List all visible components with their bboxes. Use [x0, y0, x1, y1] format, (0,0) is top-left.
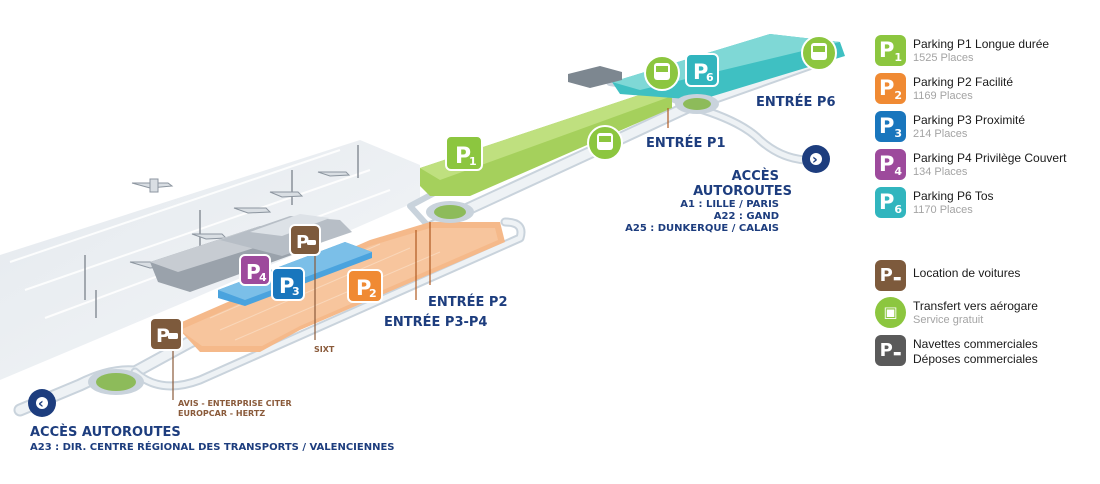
- badge-p4: P 4: [239, 254, 271, 286]
- legend-p2-title: Parking P2 Facilité: [913, 75, 1014, 89]
- bus-transfer-icon: [587, 125, 623, 161]
- legend-p6-places: 1170 Places: [913, 204, 973, 216]
- svg-text:P: P: [156, 325, 170, 347]
- badge-p1-letter: P: [455, 144, 471, 169]
- badge-p3-letter: P: [279, 274, 294, 298]
- highway-west-title: ACCÈS AUTOROUTES: [30, 424, 181, 440]
- legend-p4-places: 134 Places: [913, 166, 968, 178]
- legend-item-p6[interactable]: P6 Parking P6 Tos 1170 Places: [875, 187, 1095, 219]
- p1-icon: P1: [875, 35, 906, 66]
- entrance-p3-p4-label: ENTRÉE P3-P4: [384, 314, 487, 330]
- rental-car-icon: P▬: [875, 260, 906, 291]
- legend-item-transfer[interactable]: ▣ Transfert vers aérogare Service gratui…: [875, 297, 1095, 329]
- p6-building: [568, 66, 622, 88]
- p2-icon: P2: [875, 73, 906, 104]
- legend-item-p3[interactable]: P3 Parking P3 Proximité 214 Places: [875, 111, 1095, 143]
- bus-icon: ▣: [875, 297, 906, 328]
- highway-east-line-1: A1 : LILLE / PARIS: [680, 199, 779, 210]
- highway-west-info: ACCÈS AUTOROUTES A23 : DIR. CENTRE RÉGIO…: [30, 424, 395, 453]
- highway-west-line-1: A23 : DIR. CENTRE RÉGIONAL DES TRANSPORT…: [30, 440, 395, 453]
- badge-p4-num: 4: [259, 271, 267, 284]
- legend-item-p2[interactable]: P2 Parking P2 Facilité 1169 Places: [875, 73, 1095, 105]
- legend-item-rental[interactable]: P▬ Location de voitures: [875, 260, 1095, 292]
- rental-line-2: EUROPCAR - HERTZ: [178, 409, 265, 418]
- legend-transfer-sub: Service gratuit: [913, 314, 984, 326]
- badge-p2: P 2: [347, 269, 383, 303]
- badge-p1-num: 1: [469, 155, 477, 168]
- highway-east-line-2: A22 : GAND: [714, 211, 779, 222]
- entrance-p6-label: ENTRÉE P6: [756, 94, 836, 110]
- bus-transfer-icon: [801, 35, 837, 71]
- entrance-p2-label: ENTRÉE P2: [428, 294, 508, 310]
- badge-p3: P 3: [271, 267, 305, 301]
- legend-p6-title: Parking P6 Tos: [913, 189, 994, 203]
- badge-p3-num: 3: [292, 285, 300, 298]
- arrow-right-icon: ›: [812, 152, 818, 168]
- legend-p3-title: Parking P3 Proximité: [913, 113, 1026, 127]
- legend-item-p1[interactable]: P1 Parking P1 Longue durée 1525 Places: [875, 35, 1095, 67]
- legend-shuttle-title-2: Déposes commerciales: [913, 352, 1038, 366]
- highway-east-info: ACCÈS AUTOROUTES A1 : LILLE / PARIS A22 …: [625, 168, 792, 234]
- svg-text:P: P: [296, 232, 309, 253]
- p4-icon: P4: [875, 149, 906, 180]
- p6-icon: P6: [875, 187, 906, 218]
- p3-icon: P3: [875, 111, 906, 142]
- legend-item-p4[interactable]: P4 Parking P4 Privilège Couvert 134 Plac…: [875, 149, 1095, 181]
- legend-p4-title: Parking P4 Privilège Couvert: [913, 151, 1067, 165]
- legend-rental-title: Location de voitures: [913, 266, 1021, 280]
- arrow-left-icon: ‹: [38, 396, 44, 412]
- badge-p6: P 6: [685, 53, 719, 87]
- shuttle-icon: P▬: [875, 335, 906, 366]
- legend-shuttle-title-1: Navettes commerciales: [913, 337, 1038, 351]
- legend-transfer-title: Transfert vers aérogare: [913, 299, 1038, 313]
- highway-east-line-3: A25 : DUNKERQUE / CALAIS: [625, 223, 779, 234]
- rental-sixt-label: SIXT: [314, 345, 335, 354]
- highway-east-title-2: AUTOROUTES: [693, 184, 792, 199]
- rental-line-1: AVIS - ENTERPRISE CITER: [178, 399, 292, 408]
- legend-p1-title: Parking P1 Longue durée: [913, 37, 1050, 51]
- pointer-lines: [172, 108, 669, 400]
- highway-west-arrow[interactable]: ‹: [28, 389, 56, 417]
- legend-p3-places: 214 Places: [913, 128, 968, 140]
- legend-item-shuttle[interactable]: P▬ Navettes commerciales Déposes commerc…: [875, 335, 1095, 367]
- badge-p2-letter: P: [356, 276, 371, 300]
- entrance-p1-label: ENTRÉE P1: [646, 135, 726, 151]
- badge-p4-letter: P: [246, 260, 261, 284]
- airport-parking-map: P 1 P 2 P 3 P 4 P 6 P P: [0, 34, 845, 453]
- rental-car-icon: P: [289, 224, 321, 256]
- legend-p2-places: 1169 Places: [913, 90, 973, 102]
- badge-p6-num: 6: [706, 71, 714, 84]
- badge-p1: P 1: [445, 135, 483, 171]
- highway-east-title-1: ACCÈS: [732, 168, 779, 184]
- rental-car-icon: P: [149, 317, 183, 351]
- badge-p6-letter: P: [693, 60, 708, 84]
- legend-p1-places: 1525 Places: [913, 52, 974, 64]
- light-poles: [84, 145, 359, 318]
- roundabouts: [88, 94, 719, 395]
- highway-east-arrow[interactable]: ›: [802, 145, 830, 173]
- badge-p2-num: 2: [369, 287, 377, 300]
- bus-transfer-icon: [644, 55, 680, 91]
